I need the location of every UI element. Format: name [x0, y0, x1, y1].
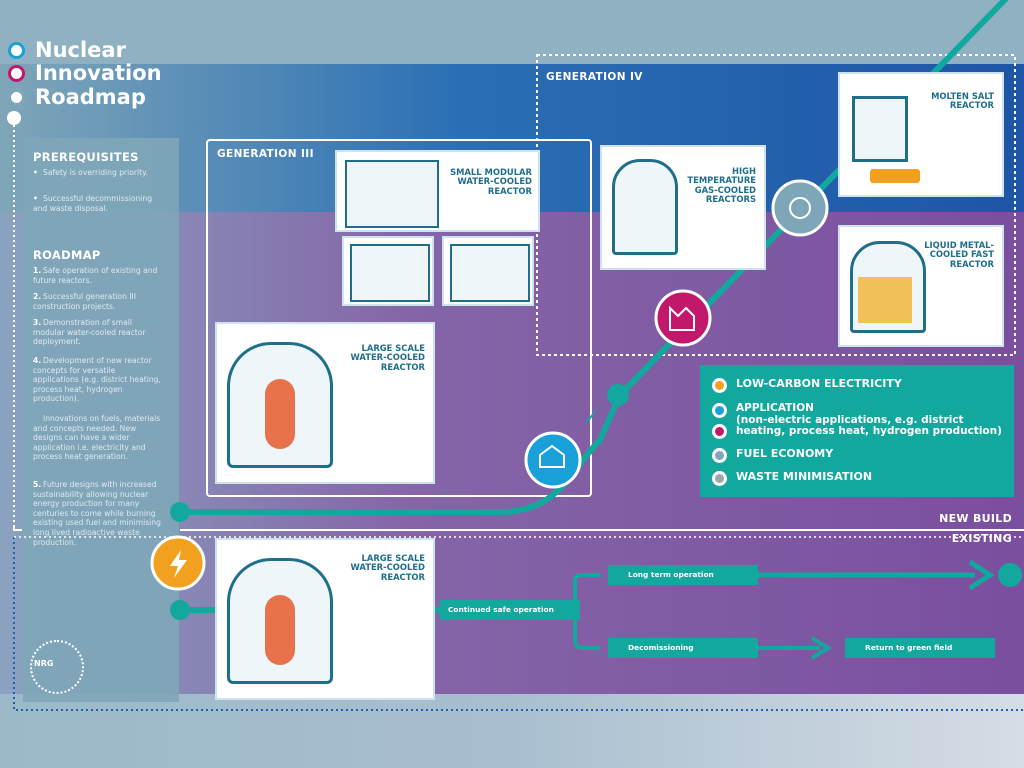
legend-dot-icon	[712, 403, 727, 418]
heating-application-icon	[524, 431, 582, 489]
decommissioning-bar: Decomissioning	[608, 638, 758, 658]
branch-down	[573, 610, 600, 650]
roadmap-item: 5.Future designs with increased sustaina…	[33, 480, 161, 547]
reactor-core-icon	[265, 595, 295, 665]
legend-box	[700, 365, 1014, 497]
sidebar-panel	[23, 138, 179, 702]
prerequisite-item: •Successful decommissioning and waste di…	[33, 194, 153, 213]
msr-card: MOLTEN SALT REACTOR	[838, 72, 1004, 197]
legend-item: WASTE MINIMISATION	[712, 471, 872, 486]
salt-tanks-icon	[870, 169, 920, 183]
bottom-band	[0, 694, 1024, 768]
htgr-card: HIGH TEMPERATURE GAS-COOLED REACTORS	[600, 145, 766, 270]
decom-arrow	[810, 636, 832, 660]
htgr-label: HIGH TEMPERATURE GAS-COOLED REACTORS	[687, 166, 756, 205]
legend-item: LOW-CARBON ELECTRICITY	[712, 378, 902, 393]
large-reactor-existing-card: LARGE SCALE WATER-COOLED REACTOR	[215, 538, 435, 700]
title-roadmap: Roadmap	[8, 85, 146, 109]
green-field-bar: Return to green field	[845, 638, 995, 658]
gen3-frame	[206, 139, 592, 497]
reactor-core-icon	[265, 379, 295, 449]
legend-dot-icon	[712, 471, 727, 486]
continued-operation-bar: Continued safe operation	[440, 600, 580, 620]
liquid-metal-pool-icon	[858, 277, 912, 323]
long-term-operation-bar: Long term operation	[608, 565, 758, 585]
smr-diagram-icon	[450, 244, 530, 302]
recycling-icon	[771, 179, 829, 237]
timeline-hook	[13, 525, 22, 531]
title-nuclear: Nuclear	[8, 38, 126, 62]
process-heat-icon	[654, 289, 712, 347]
legend-dot-icon	[712, 448, 727, 463]
path-end-node	[998, 563, 1022, 587]
msr-vessel-icon	[852, 96, 908, 162]
existing-label: EXISTING	[951, 532, 1012, 545]
legend-dot-icon	[712, 378, 727, 393]
roadmap-item: 3.Demonstration of small modular water-c…	[33, 318, 146, 347]
roadmap-item: 1.Safe operation of existing and future …	[33, 266, 158, 285]
gen4-label: GENERATION IV	[546, 71, 643, 83]
roadmap-item: 2.Successful generation III construction…	[33, 292, 137, 311]
nrg-logo-text: NRG	[34, 659, 54, 668]
top-band	[0, 0, 1024, 66]
title-dot-icon	[8, 41, 25, 59]
branch-up	[573, 573, 600, 610]
legend-dot-icon	[712, 424, 727, 439]
lmfr-card: LIQUID METAL- COOLED FAST REACTOR	[838, 225, 1004, 347]
existing-dotted-border	[13, 537, 1024, 711]
roadmap-heading: ROADMAP	[33, 248, 101, 262]
legend-item: APPLICATION (non-electric applications, …	[712, 402, 1002, 439]
title-dot-icon	[8, 88, 25, 106]
htgr-vessel-icon	[612, 159, 678, 255]
smr-label: SMALL MODULAR WATER-COOLED REACTOR	[450, 167, 532, 196]
gen3-label: GENERATION III	[217, 148, 314, 160]
prerequisites-heading: PREREQUISITES	[33, 150, 139, 164]
roadmap-item: 4.Development of new reactor concepts fo…	[33, 356, 161, 404]
lmfr-label: LIQUID METAL- COOLED FAST REACTOR	[924, 240, 994, 269]
long-term-arrow	[968, 559, 995, 591]
smr-card: SMALL MODULAR WATER-COOLED REACTOR	[335, 150, 540, 232]
roadmap-item: Innovations on fuels, materials and conc…	[33, 414, 161, 462]
title-innovation: Innovation	[8, 61, 162, 85]
smr-card-2	[342, 236, 434, 306]
large-reactor-new-card: LARGE SCALE WATER-COOLED REACTOR	[215, 322, 435, 484]
msr-label: MOLTEN SALT REACTOR	[931, 91, 994, 111]
prerequisite-item: •Safety is overriding priority.	[33, 168, 148, 177]
large-reactor-existing-label: LARGE SCALE WATER-COOLED REACTOR	[350, 553, 425, 582]
path-node	[607, 384, 629, 406]
path-node	[170, 600, 190, 620]
smr-card-3	[442, 236, 534, 306]
smr-diagram-icon	[345, 160, 439, 228]
path-node	[170, 502, 190, 522]
legend-item: FUEL ECONOMY	[712, 448, 833, 463]
smr-diagram-icon	[350, 244, 430, 302]
title-dot-icon	[8, 64, 25, 82]
path-arrow	[585, 405, 600, 422]
nrg-logo-icon	[30, 640, 84, 694]
new-build-label: NEW BUILD	[939, 512, 1012, 525]
large-reactor-new-label: LARGE SCALE WATER-COOLED REACTOR	[350, 343, 425, 372]
timeline-node	[7, 111, 21, 125]
